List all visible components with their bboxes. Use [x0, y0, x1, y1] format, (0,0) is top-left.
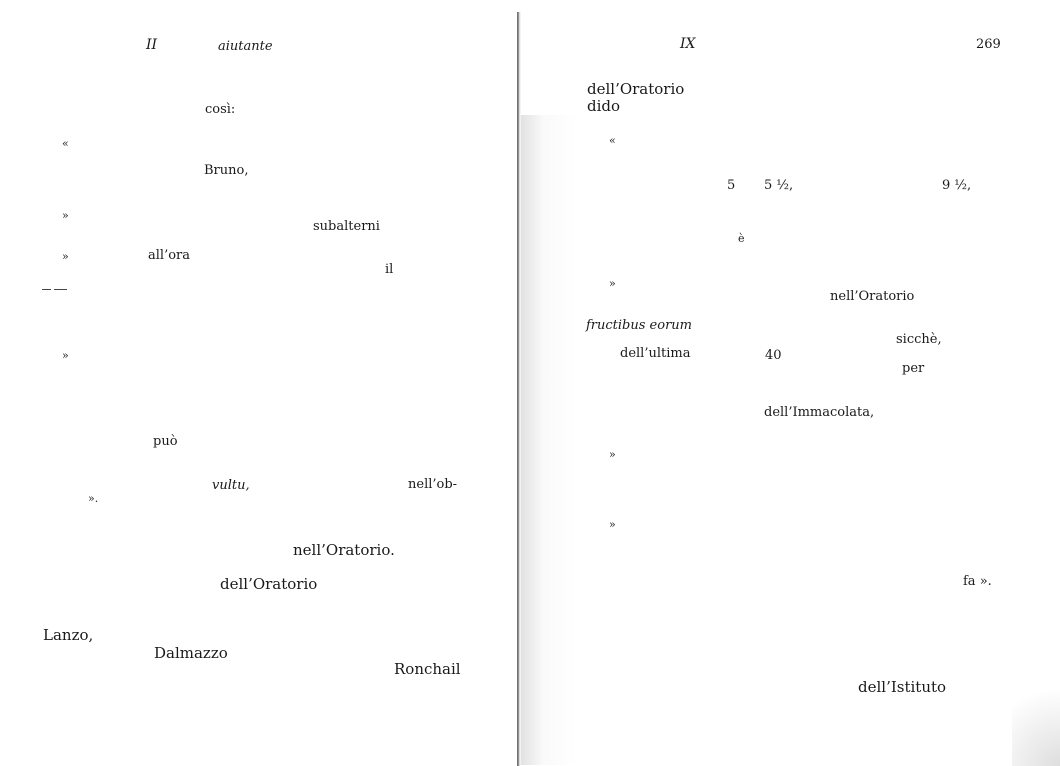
word-puo: può	[153, 434, 178, 449]
left-chapter-number: II	[146, 37, 158, 53]
number-5-half: 5 ½,	[764, 178, 794, 193]
word-cosi: così:	[205, 102, 236, 117]
word-subalterni: subalterni	[313, 219, 380, 234]
quote-end: ».	[88, 492, 99, 505]
word-dell-oratorio: dell’Oratorio	[220, 575, 318, 593]
quote-close: »	[609, 448, 616, 461]
number-40: 40	[765, 348, 782, 363]
word-nell-oratorio: nell’Oratorio	[830, 289, 915, 304]
word-dido: dido	[587, 97, 621, 115]
word-lanzo: Lanzo,	[43, 626, 94, 644]
quote-open: «	[62, 137, 69, 150]
word-dell-oratorio: dell’Oratorio	[587, 80, 685, 98]
left-page: II aiutante così: « Bruno, » subalterni …	[0, 0, 518, 766]
word-bruno: Bruno,	[204, 163, 249, 178]
quote-close: »	[62, 250, 69, 263]
left-running-title: aiutante	[218, 39, 273, 54]
right-page: IX 269 dell’Oratorio dido « 5 5 ½, 9 ½, …	[520, 0, 1060, 766]
dash-rule	[42, 289, 51, 290]
word-vultu: vultu,	[212, 478, 250, 493]
word-nell-ob: nell’ob-	[408, 477, 458, 492]
quote-open: «	[609, 134, 616, 147]
book-gutter	[517, 12, 521, 766]
latin-fructibus-eorum: fructibus eorum	[586, 318, 692, 333]
quote-close: »	[609, 277, 616, 290]
page-number: 269	[976, 37, 1001, 52]
quote-close: »	[609, 518, 616, 531]
word-dell-immacolata: dell’Immacolata,	[764, 405, 875, 420]
right-chapter-number: IX	[680, 36, 696, 52]
word-sicche: sicchè,	[896, 332, 942, 347]
word-per: per	[902, 361, 925, 376]
word-nell-oratorio: nell’Oratorio.	[293, 541, 395, 559]
word-dell-istituto: dell’Istituto	[858, 678, 947, 696]
word-dell-ultima: dell’ultima	[620, 346, 691, 361]
number-9-half: 9 ½,	[942, 178, 972, 193]
letter-e-grave: è	[738, 232, 745, 245]
dash-rule	[54, 289, 67, 290]
corner-shadow	[1012, 666, 1060, 766]
word-fa: fa ».	[963, 574, 992, 589]
gutter-shadow	[521, 115, 576, 765]
word-dalmazzo: Dalmazzo	[154, 644, 228, 662]
word-all-ora: all’ora	[148, 248, 190, 263]
quote-close: »	[62, 209, 69, 222]
word-ronchail: Ronchail	[394, 660, 461, 678]
number-5: 5	[727, 178, 736, 193]
word-il: il	[385, 262, 394, 277]
quote-close: »	[62, 349, 69, 362]
